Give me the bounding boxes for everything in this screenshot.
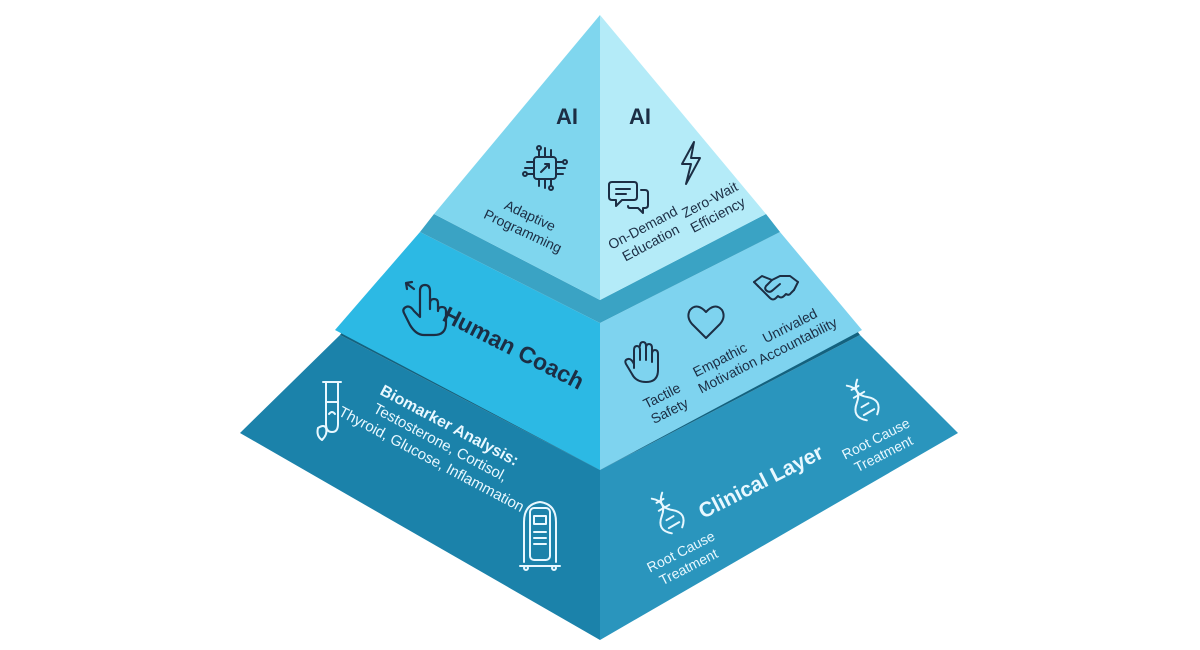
top-right-title: AI (629, 104, 651, 129)
bottom-tier-left-face (240, 335, 600, 640)
hand-icon (624, 341, 659, 383)
body-scanner-icon (519, 501, 561, 571)
top-left-title: AI (556, 104, 578, 129)
top-tier-left-face (434, 15, 600, 300)
middle-tier-right-face (600, 232, 862, 470)
top-tier-right-face (600, 15, 766, 300)
circuit-chip-icon (522, 145, 568, 191)
handshake-icon (753, 275, 799, 301)
dna-icon-right (845, 378, 880, 422)
lightning-icon (681, 141, 701, 185)
chat-bubbles-icon (608, 181, 649, 214)
dna-icon-left (650, 491, 685, 535)
middle-tier-left-face (335, 232, 600, 470)
bottom-tier-right-face (600, 335, 958, 640)
heart-icon (687, 305, 725, 339)
middle-ledge-right (600, 214, 780, 323)
middle-ledge-left (420, 214, 600, 323)
pointing-hand-icon (402, 280, 448, 337)
test-tube-icon (316, 381, 342, 441)
